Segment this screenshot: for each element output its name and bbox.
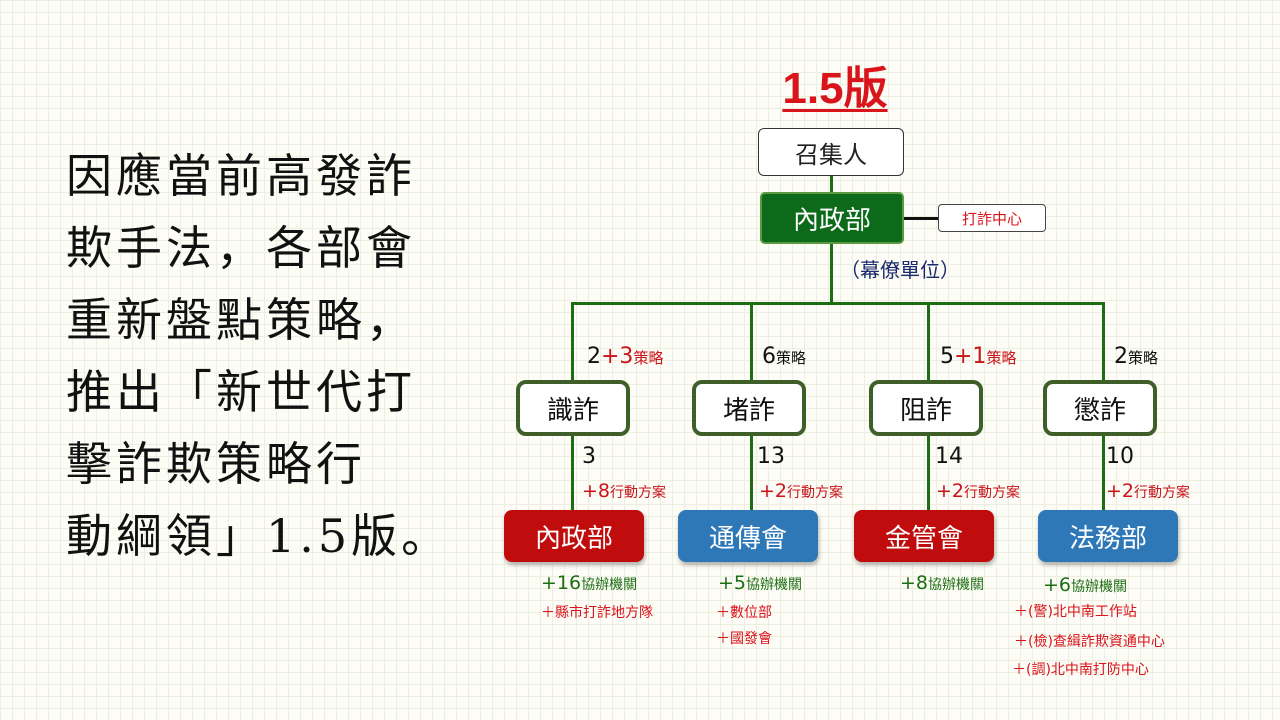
action-unit: 行動方案 xyxy=(964,485,1021,501)
anti-fraud-center-box: 打詐中心 xyxy=(938,204,1046,232)
co-agencies: +5協辦機關 xyxy=(718,572,802,594)
strategy-count: 2+3策略 xyxy=(587,344,663,369)
agency-box: 通傳會 xyxy=(678,510,818,562)
convener-box: 召集人 xyxy=(758,128,904,176)
co-num: +8 xyxy=(900,572,929,594)
action-unit: 行動方案 xyxy=(1134,485,1191,501)
action-plus-num: +2 xyxy=(759,480,788,502)
agency-box: 內政部 xyxy=(504,510,644,562)
strategy-base: 2 xyxy=(587,344,601,369)
strategy-unit: 策略 xyxy=(633,349,664,367)
co-agencies: +8協辦機關 xyxy=(900,572,984,594)
extra-unit: ＋縣市打詐地方隊 xyxy=(541,605,653,621)
extra-unit: ＋數位部 xyxy=(716,605,772,621)
strategy-base: 6 xyxy=(762,344,776,369)
version-title: 1.5版 xyxy=(782,64,888,113)
connector xyxy=(830,244,833,304)
intro-line: 推出「新世代打 xyxy=(66,365,416,419)
pillar-box: 懲詐 xyxy=(1043,380,1157,436)
co-agencies: +6協辦機關 xyxy=(1043,574,1127,596)
action-plus-num: +2 xyxy=(1106,480,1135,502)
strategy-base: 2 xyxy=(1114,344,1128,369)
pillar-box: 堵詐 xyxy=(692,380,806,436)
extra-unit: ＋國發會 xyxy=(716,631,772,647)
action-plus-num: +8 xyxy=(582,480,611,502)
co-unit: 協辦機關 xyxy=(746,577,803,593)
action-plus: +8行動方案 xyxy=(582,480,666,502)
strategy-count: 2策略 xyxy=(1114,344,1158,369)
co-num: +6 xyxy=(1043,574,1072,596)
action-count: 10 xyxy=(1106,444,1134,469)
co-unit: 協辦機關 xyxy=(928,577,985,593)
agency-box: 法務部 xyxy=(1038,510,1178,562)
action-unit: 行動方案 xyxy=(787,485,844,501)
connector xyxy=(904,217,938,220)
connector xyxy=(571,302,1104,305)
intro-line: 動綱領」1.5版。 xyxy=(66,509,452,563)
strategy-unit: 策略 xyxy=(1128,349,1159,367)
action-count: 14 xyxy=(935,444,963,469)
intro-line: 因應當前高發詐 xyxy=(66,149,416,203)
connector xyxy=(830,176,833,192)
strategy-count: 5+1策略 xyxy=(940,344,1016,369)
staff-unit-label: （幕僚單位） xyxy=(840,258,960,282)
co-num: +5 xyxy=(718,572,747,594)
co-num: +16 xyxy=(541,572,582,594)
lead-agency-box: 內政部 xyxy=(760,192,904,244)
strategy-plus: +3 xyxy=(601,344,634,369)
extra-unit: ＋(檢)查緝詐欺資通中心 xyxy=(1014,634,1165,650)
co-agencies: +16協辦機關 xyxy=(541,572,637,594)
action-count: 3 xyxy=(582,444,596,469)
action-count: 13 xyxy=(757,444,785,469)
intro-line: 重新盤點策略， xyxy=(66,293,416,347)
extra-unit: ＋(調)北中南打防中心 xyxy=(1012,662,1149,678)
co-unit: 協辦機關 xyxy=(1071,579,1128,595)
action-plus: +2行動方案 xyxy=(936,480,1020,502)
intro-line: 欺手法，各部會 xyxy=(66,221,416,275)
intro-text: 因應當前高發詐 欺手法，各部會 重新盤點策略， 推出「新世代打 擊詐欺策略行 動… xyxy=(66,140,452,572)
co-unit: 協辦機關 xyxy=(581,577,638,593)
strategy-base: 5 xyxy=(940,344,954,369)
agency-box: 金管會 xyxy=(854,510,994,562)
intro-line: 擊詐欺策略行 xyxy=(66,437,366,491)
strategy-plus: +1 xyxy=(954,344,987,369)
pillar-box: 識詐 xyxy=(516,380,630,436)
action-unit: 行動方案 xyxy=(610,485,667,501)
extra-unit: ＋(警)北中南工作站 xyxy=(1014,604,1137,620)
strategy-unit: 策略 xyxy=(986,349,1017,367)
action-plus-num: +2 xyxy=(936,480,965,502)
strategy-count: 6策略 xyxy=(762,344,806,369)
action-plus: +2行動方案 xyxy=(759,480,843,502)
strategy-unit: 策略 xyxy=(776,349,807,367)
action-plus: +2行動方案 xyxy=(1106,480,1190,502)
pillar-box: 阻詐 xyxy=(869,380,983,436)
